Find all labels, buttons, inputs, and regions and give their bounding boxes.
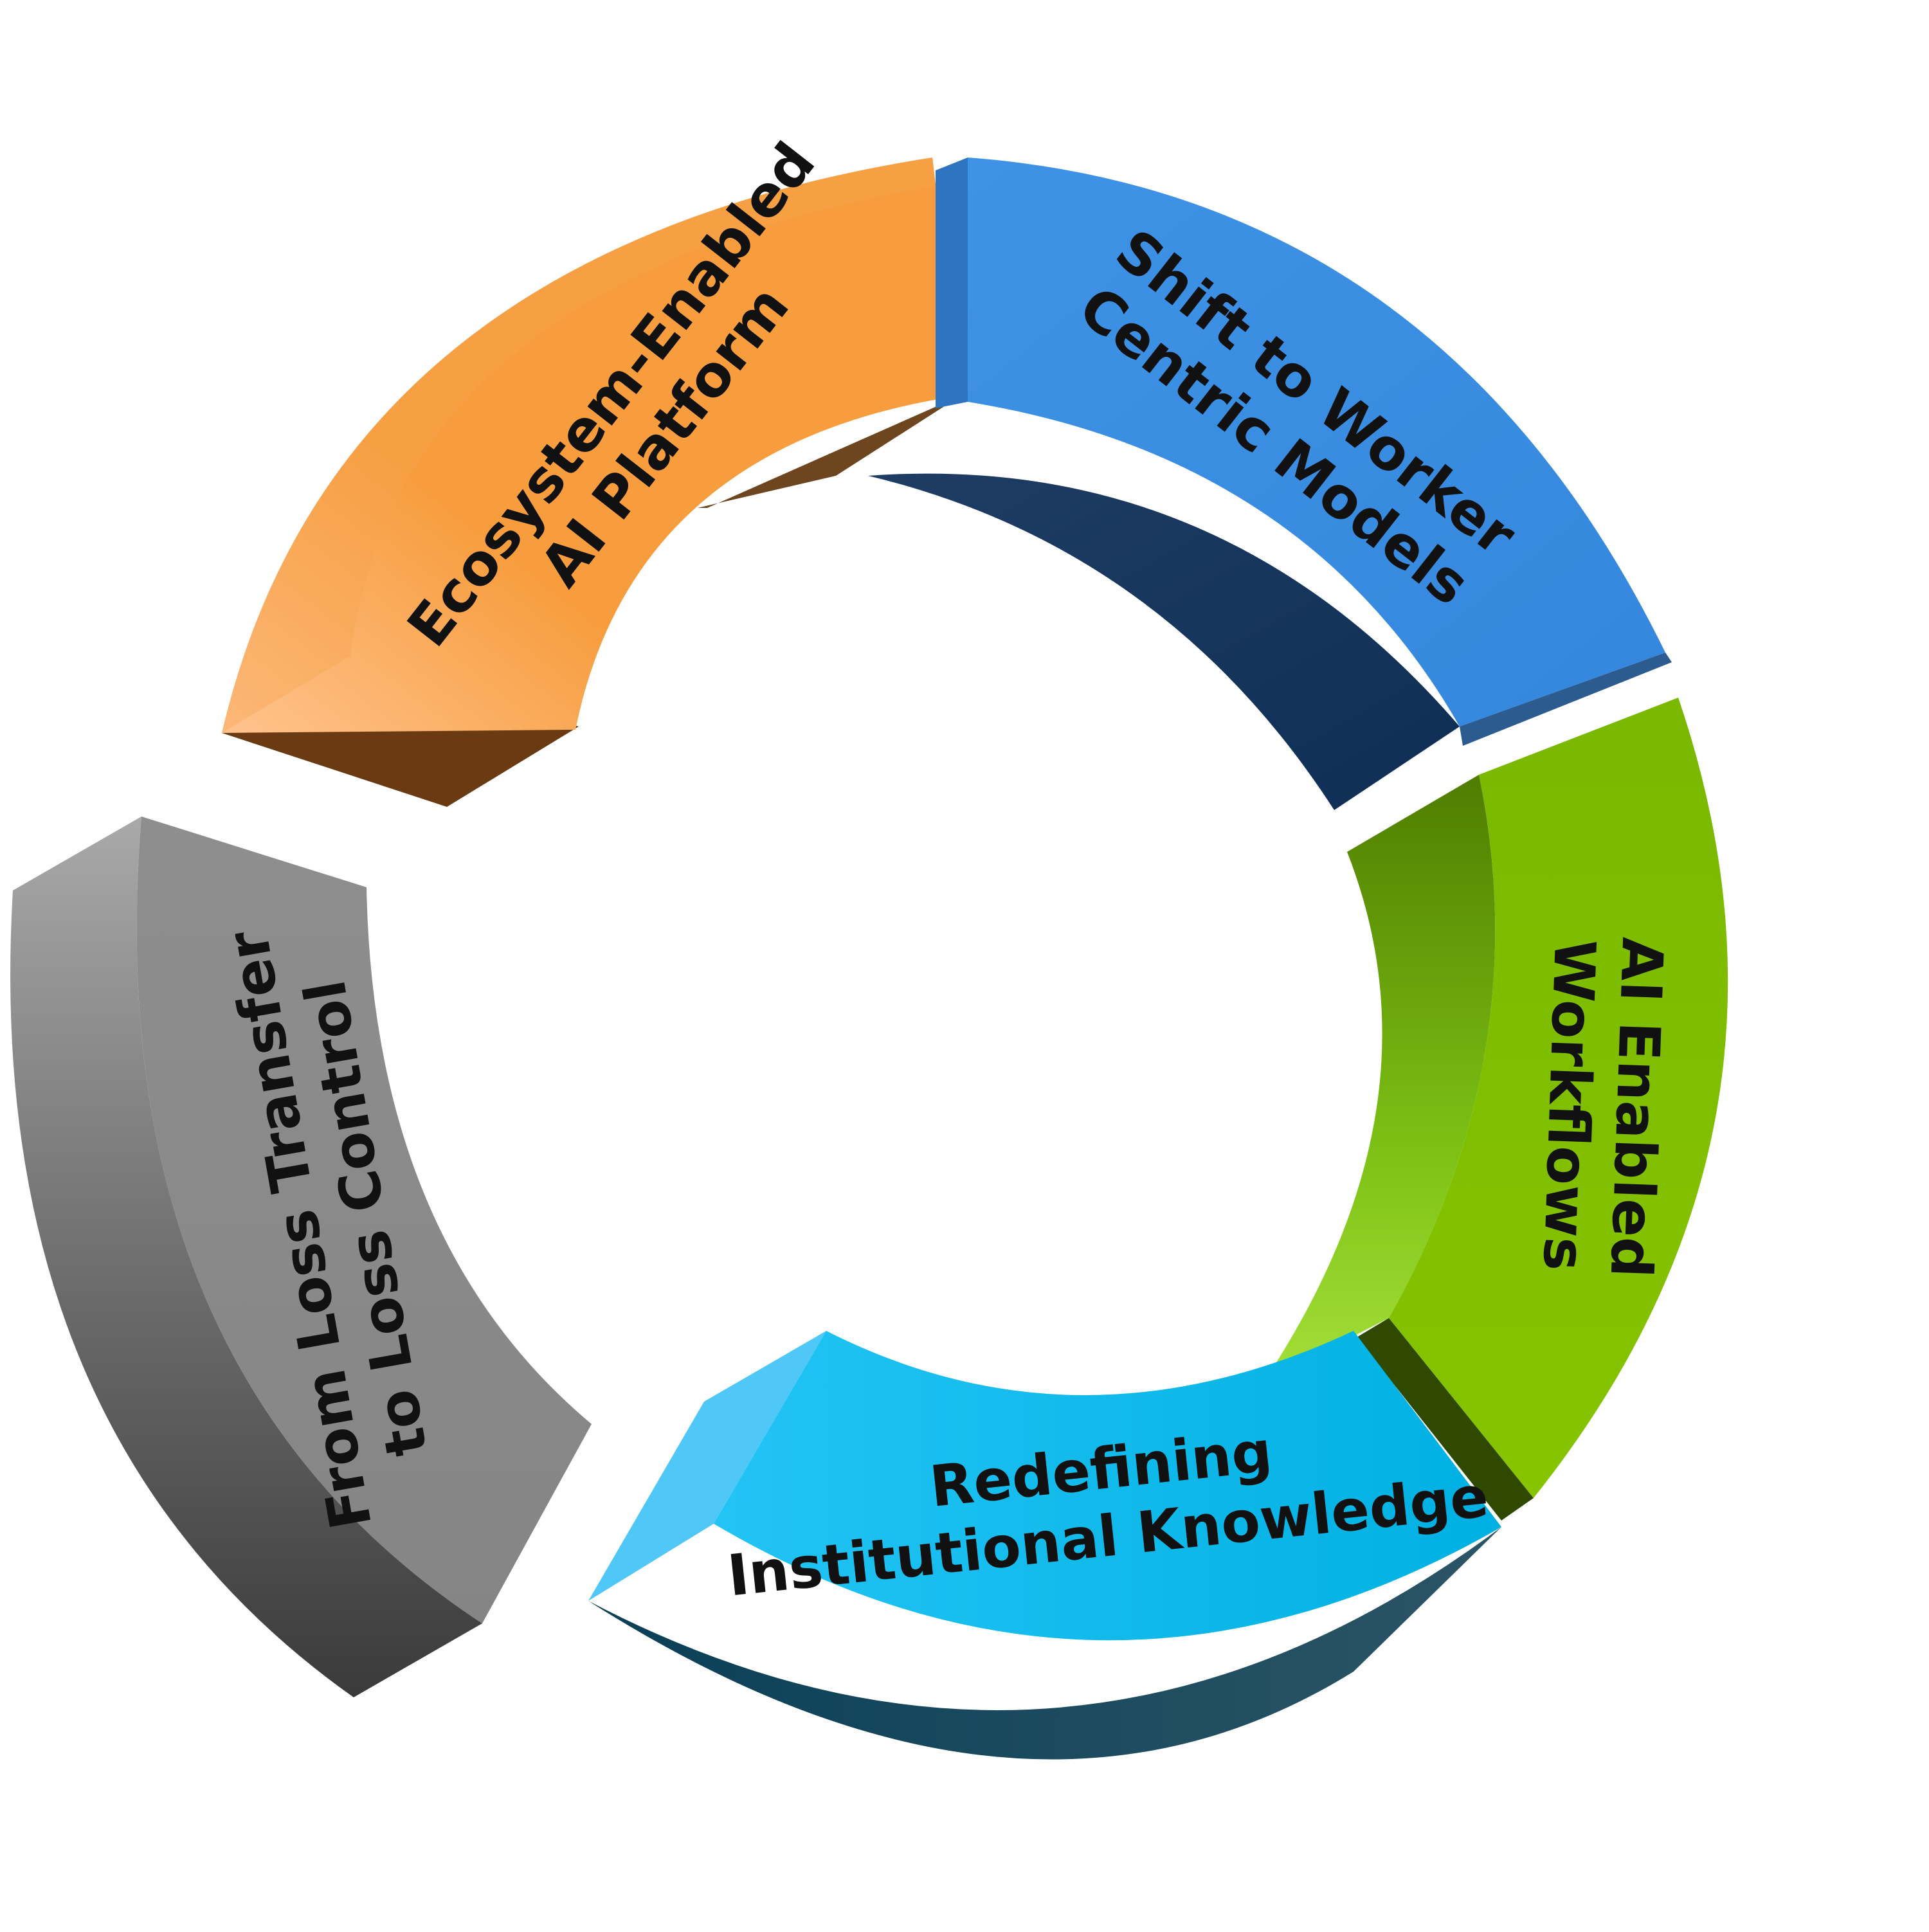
segment-redefining-institutional-knowledge: [588, 1331, 1501, 1760]
segment-worker-side: [868, 473, 1460, 810]
segment-worker-bottom-edge: [1460, 653, 1672, 746]
segment-worker-left-edge: [936, 158, 968, 408]
segment-ai-enabled-workflows: [1263, 698, 1728, 1521]
segment-loss-face: [136, 817, 592, 1623]
segment-workflows-face: [1389, 698, 1728, 1498]
segment-ecosystem-face: [222, 158, 961, 733]
label-ai-enabled-workflows: AI Enabled Workflows: [1530, 936, 1676, 1279]
segment-shift-to-worker-centric-models: [868, 158, 1672, 810]
segment-knowledge-left: [588, 1331, 826, 1601]
segment-workflows-side: [1357, 1318, 1534, 1521]
segment-worker-face: [968, 158, 1665, 727]
segment-from-loss-transfer-to-loss-control: [10, 817, 592, 1697]
segment-workflows-inner: [1263, 775, 1496, 1382]
label-workflows-line-2: Workflows: [1530, 938, 1608, 1272]
segment-knowledge-face: [714, 1331, 1501, 1641]
label-workflows-line-1: AI Enabled: [1598, 936, 1676, 1279]
segment-knowledge-side: [588, 1527, 1501, 1760]
segment-ecosystem-enabled-ai-platform: [222, 158, 961, 807]
segment-ecosystem-bevel: [222, 158, 936, 733]
segment-loss-side: [10, 817, 482, 1697]
